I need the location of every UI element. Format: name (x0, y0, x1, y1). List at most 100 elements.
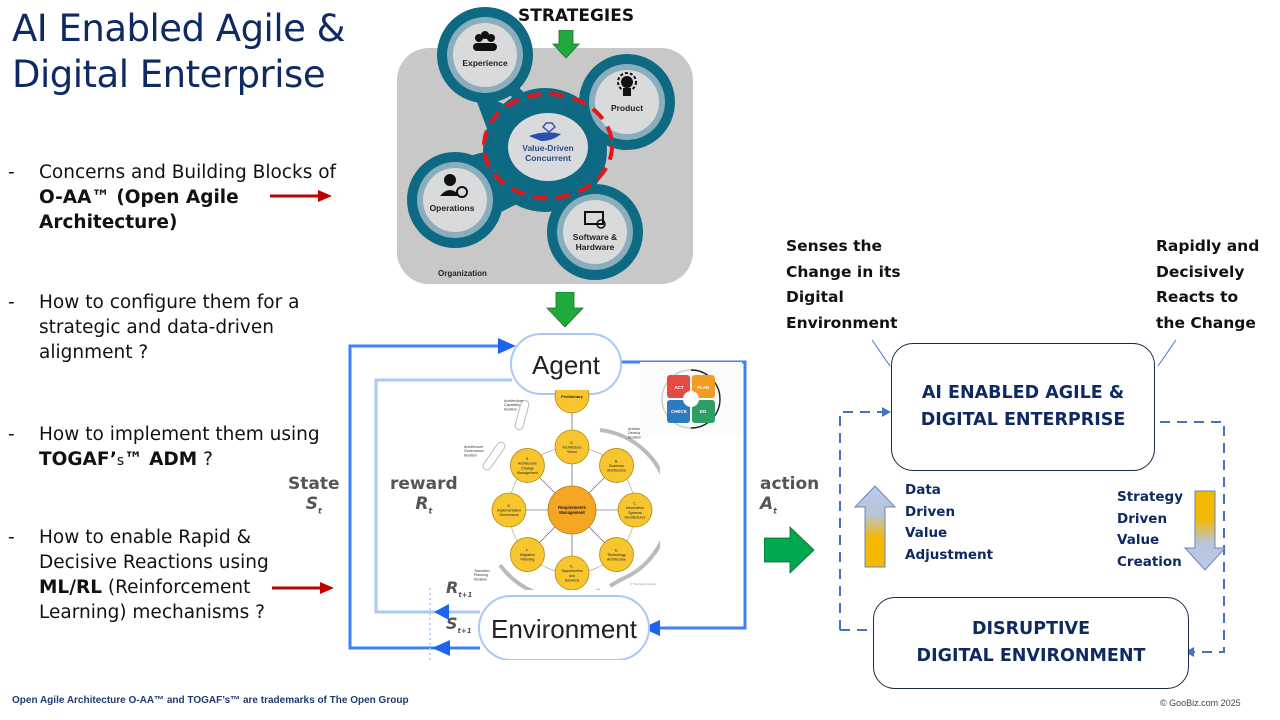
copyright: © GooBiz.com 2025 (1160, 698, 1241, 708)
right-dashed-arrowhead (1185, 647, 1194, 657)
phase-b-label: Business (609, 464, 624, 468)
label-line: Creation (1117, 553, 1182, 570)
iteration-label: Governance (464, 449, 484, 453)
left-dashed-arrowhead (882, 407, 891, 417)
ai-enterprise-box: AI ENABLED AGILE & DIGITAL ENTERPRISE (891, 343, 1155, 471)
development-iteration-arc (599, 428, 660, 588)
phase-e-label: Opportunities (561, 569, 583, 573)
agent-label: Agent (532, 350, 601, 380)
bullet-text-bold: TOGAF’ (39, 449, 117, 470)
state-sub: t (317, 506, 322, 516)
bullet-text: How to implement them using TOGAF’s™ ADM… (39, 422, 339, 474)
box-line: DISRUPTIVE (971, 619, 1091, 639)
bullet-oaa: - Concerns and Building Blocks of O-AA™ … (8, 160, 338, 240)
node-software-label: Software & (573, 232, 617, 242)
environment-pill (478, 595, 650, 660)
phase-a (554, 429, 590, 465)
phase-e-label: E. (570, 565, 573, 569)
phase-d-label: Technology (607, 553, 625, 557)
bullet-text-plain: How to enable Rapid & Decisive Reactions… (39, 527, 269, 573)
reward-sub: t (428, 506, 433, 516)
bullet-text-bold-2: ™ ADM (124, 449, 198, 470)
state-loop-line (348, 344, 505, 650)
phase-c-label: Systems (628, 511, 642, 515)
bullet-dash: - (8, 292, 15, 313)
callout-line: the Change (1156, 313, 1256, 332)
phase-c-label: Architectures (625, 515, 646, 519)
callout-line: Change in its (786, 262, 901, 281)
reward-text: reward (390, 474, 458, 494)
action-symbol: A (760, 494, 774, 514)
right-dashed-loop (1160, 421, 1225, 653)
phase-g (491, 492, 527, 528)
phase-f-label: Planning (520, 558, 534, 562)
requirements-management-label: Management (559, 510, 585, 515)
phase-c (617, 492, 653, 528)
pdca-plan (692, 375, 715, 398)
phase-f-label: Migration (520, 553, 535, 557)
state-label: State St (288, 474, 340, 515)
pdca-do (692, 400, 715, 423)
phase-a-label: Architecture (562, 446, 581, 450)
callout-left-pointer (871, 339, 891, 367)
phase-d-label: D. (615, 548, 619, 552)
strategies-label: STRATEGIES (518, 6, 635, 26)
phase-d-label: Architecture (607, 558, 626, 562)
requirements-management-node (547, 485, 597, 535)
title-line-1: AI Enabled Agile & (12, 7, 346, 50)
left-dashed-loop (839, 411, 884, 630)
reward-symbol: R (415, 494, 429, 514)
label-line: Strategy (1117, 489, 1184, 505)
rl-loop-diagram: Agent Environment (348, 333, 747, 660)
action-text: action (760, 474, 820, 494)
reward-loop-line (374, 378, 512, 614)
r-next-sub: t+1 (458, 591, 473, 600)
pdca-center (683, 391, 699, 407)
bullet-text-plain: Concerns and Building Blocks of (39, 162, 337, 183)
center-label-2: Concurrent (525, 153, 571, 163)
phase-b-label: Architecture (607, 469, 626, 473)
oaa-to-agent-arrow (546, 292, 584, 328)
phase-f-label: F. (526, 548, 529, 552)
callout-line: Decisively (1156, 262, 1245, 281)
reward-label: reward Rt (390, 474, 458, 515)
box-line: AI ENABLED AGILE & (921, 383, 1125, 403)
bullet-text-end: (Reinforcement Learning) mechanisms ? (39, 577, 265, 623)
lightbulb-gear-icon (617, 72, 637, 96)
box-line: DIGITAL ENVIRONMENT (916, 646, 1146, 666)
value-driven-dashed-circle (482, 92, 614, 200)
hand-diamond-icon (529, 122, 561, 141)
iteration-label: Capability (504, 403, 520, 407)
red-arrow-mlrl (272, 582, 334, 594)
bullet-text: How to configure them for a strategic an… (39, 292, 300, 363)
callout-right-pointer (1157, 339, 1177, 367)
iteration-label: Iteration (474, 577, 487, 581)
phase-g-label: Implementation (497, 509, 522, 513)
phase-d (599, 537, 634, 572)
bullet-text-bold: ML/RL (39, 577, 102, 598)
organization-label: Organization (438, 269, 487, 278)
phase-g-label: Governance (499, 513, 519, 517)
label-line: Driven (1117, 510, 1168, 527)
state-arrowhead (498, 338, 516, 354)
phase-b (599, 448, 634, 483)
phase-a-label: Vision (567, 450, 577, 454)
phase-c-label: Information (626, 506, 644, 510)
box-line: DIGITAL ENTERPRISE (920, 410, 1126, 430)
bullet-text-plain: How to implement them using (39, 424, 320, 445)
phase-f (510, 537, 545, 572)
strategy-driven-down-arrow (1183, 490, 1227, 571)
phase-h-label: Management (517, 471, 538, 475)
iteration-label: Transition (474, 569, 490, 573)
s-next-label: St+1 (446, 614, 472, 635)
person-gear-icon (440, 174, 468, 198)
center-node (508, 113, 588, 181)
pdca-cycle-arrow (690, 369, 721, 429)
open-group-credit: © The Open Group (630, 582, 656, 586)
red-arrow-oaa (270, 190, 332, 202)
callout-line: Reacts to (1156, 288, 1239, 306)
action-arrowhead (642, 620, 660, 636)
s-next-sub: t+1 (457, 627, 472, 636)
phase-h-label: H. (526, 457, 530, 461)
